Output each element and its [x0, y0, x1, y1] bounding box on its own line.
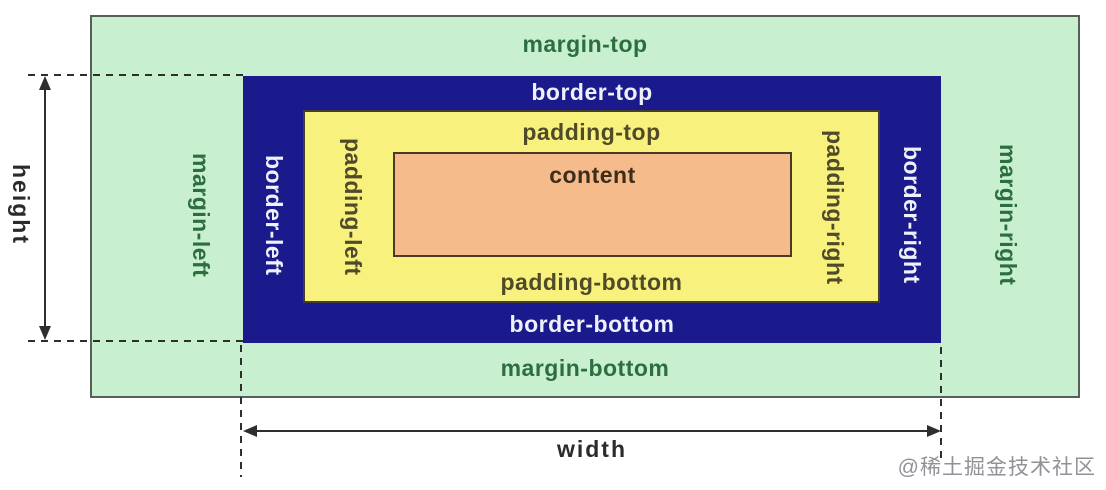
width-arrowhead-right: [927, 425, 941, 437]
border-right-label: border-right: [899, 146, 925, 284]
margin-right-label: margin-right: [995, 144, 1021, 286]
margin-top-label: margin-top: [522, 31, 648, 57]
width-arrowhead-left: [243, 425, 257, 437]
height-label: height: [8, 163, 34, 245]
border-left-label: border-left: [261, 154, 287, 276]
padding-left-label: padding-left: [340, 138, 366, 276]
margin-bottom-label: margin-bottom: [500, 355, 670, 381]
border-bottom-label: border-bottom: [509, 311, 675, 337]
margin-left-label: margin-left: [188, 152, 214, 278]
border-top-label: border-top: [531, 79, 653, 105]
padding-top-label: padding-top: [522, 119, 661, 145]
width-label: width: [556, 436, 628, 462]
watermark: @稀土掘金技术社区: [897, 456, 1096, 479]
padding-right-label: padding-right: [822, 129, 848, 285]
height-arrowhead-bottom: [39, 326, 51, 340]
padding-bottom-label: padding-bottom: [500, 269, 683, 295]
content-area: [393, 152, 792, 257]
content-label: content: [549, 162, 636, 188]
height-arrowhead-top: [39, 76, 51, 90]
